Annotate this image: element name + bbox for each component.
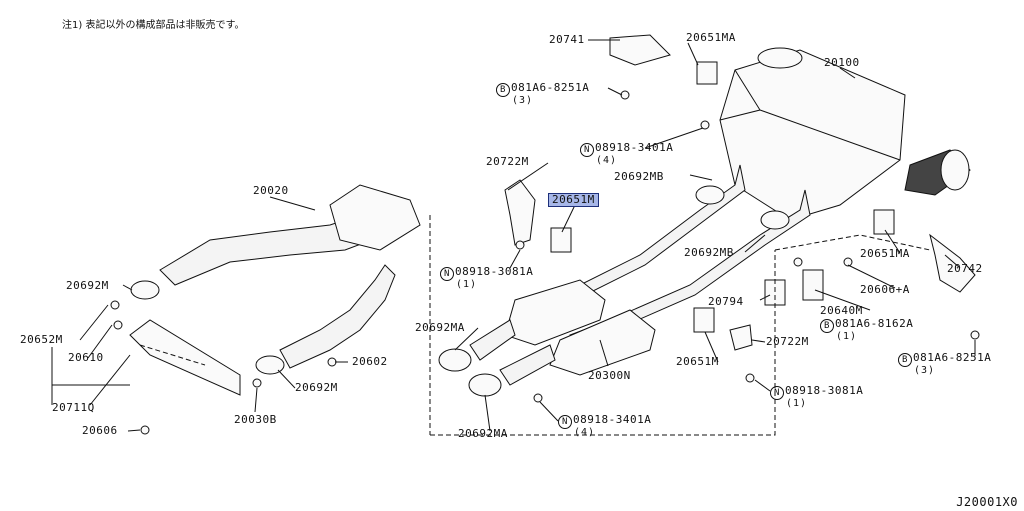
part-20651MA-label[interactable]: 20651MA — [686, 31, 736, 44]
part-number: 081A6-8162A — [835, 317, 914, 330]
part-number: 08918-3401A — [595, 141, 674, 154]
part-20741-label[interactable]: 20741 — [549, 33, 585, 46]
hangers — [129, 34, 976, 396]
part-number: 081A6-8251A — [511, 81, 590, 94]
part-20692MB-top-label[interactable]: 20692MB — [614, 170, 664, 183]
part-number: 081A6-8251A — [913, 351, 992, 364]
quantity: (4) — [574, 427, 596, 438]
front-y-pipe — [159, 184, 421, 369]
part-20692MB-mid-label[interactable]: 20692MB — [684, 246, 734, 259]
part-number: 08918-3081A — [455, 265, 534, 278]
part-20652M-label[interactable]: 20652M — [20, 333, 63, 346]
part-number: 08918-3081A — [785, 384, 864, 397]
part-20722M-right-label[interactable]: 20722M — [766, 335, 809, 348]
part-20692M-left-label[interactable]: 20692M — [66, 279, 109, 292]
nut-icon: N — [770, 386, 784, 400]
bolt-icon: B — [496, 83, 510, 97]
reference-lines — [139, 215, 931, 436]
nut-icon: N — [558, 415, 572, 429]
quantity: (3) — [914, 365, 936, 376]
part-20602-label[interactable]: 20602 — [352, 355, 388, 368]
part-20742-label[interactable]: 20742 — [947, 262, 983, 275]
footnote: 注1) 表記以外の構成部品は非販売です。 — [62, 20, 245, 31]
part-20711Q-label[interactable]: 20711Q — [52, 401, 95, 414]
part-number: 08918-3401A — [573, 413, 652, 426]
part-20794-label[interactable]: 20794 — [708, 295, 744, 308]
part-20651M-highlighted-label[interactable]: 20651M — [548, 193, 599, 207]
part-20692MA-low-label[interactable]: 20692MA — [458, 427, 508, 440]
fasteners — [110, 90, 980, 435]
part-20100-label[interactable]: 20100 — [824, 56, 860, 69]
diagram-code: J20001X0 — [956, 495, 1018, 509]
quantity: (1) — [836, 331, 858, 342]
bolt-icon: B — [898, 353, 912, 367]
part-20692M-low-label[interactable]: 20692M — [295, 381, 338, 394]
part-20610-label[interactable]: 20610 — [68, 351, 104, 364]
part-20030B-label[interactable]: 20030B — [234, 413, 277, 426]
part-20651MA-right-label[interactable]: 20651MA — [860, 247, 910, 260]
flanges — [130, 185, 790, 397]
nut-icon: N — [440, 267, 454, 281]
bolt-icon: B — [820, 319, 834, 333]
main-muffler — [719, 47, 971, 221]
quantity: (1) — [786, 398, 808, 409]
part-20722M-top-label[interactable]: 20722M — [486, 155, 529, 168]
part-20606A-label[interactable]: 20606+A — [860, 283, 910, 296]
part-20606-label[interactable]: 20606 — [82, 424, 118, 437]
quantity: (1) — [456, 279, 478, 290]
leader-lines — [51, 39, 976, 432]
part-20692MA-left-label[interactable]: 20692MA — [415, 321, 465, 334]
center-catalysts — [469, 279, 656, 386]
part-20300N-label[interactable]: 20300N — [588, 369, 631, 382]
quantity: (4) — [596, 155, 618, 166]
part-20640M-label[interactable]: 20640M — [820, 304, 863, 317]
quantity: (3) — [512, 95, 534, 106]
part-20020-label[interactable]: 20020 — [253, 184, 289, 197]
part-20651M-low-label[interactable]: 20651M — [676, 355, 719, 368]
nut-icon: N — [580, 143, 594, 157]
